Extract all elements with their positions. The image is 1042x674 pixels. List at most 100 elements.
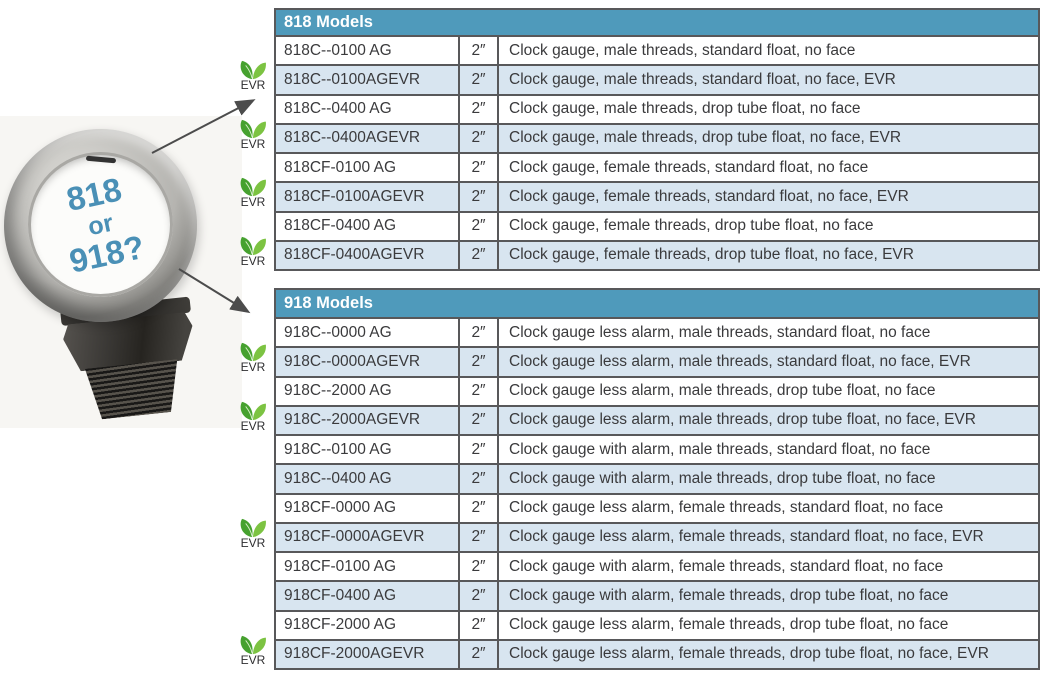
size-cell: 2″ xyxy=(460,640,499,668)
evr-label: EVR xyxy=(240,535,266,550)
table-title: 918 Models xyxy=(276,290,1038,317)
evr-badge: EVR xyxy=(234,59,272,92)
leaf-sprout-icon xyxy=(240,635,266,654)
evr-badge: EVR xyxy=(234,400,272,433)
model-cell: 918CF-2000AGEVR xyxy=(276,640,460,668)
model-cell: 918C--0000 AG xyxy=(276,319,460,347)
desc-cell: Clock gauge, female threads, drop tube f… xyxy=(509,217,874,235)
model-cell: 918C--2000AGEVR xyxy=(276,406,460,434)
evr-label: EVR xyxy=(240,652,266,667)
model-cell: 818CF-0400 AG xyxy=(276,212,460,240)
model-cell: 918CF-0400 AG xyxy=(276,582,460,610)
gauge-ring: 818 or 918? xyxy=(4,129,197,322)
leaf-sprout-icon xyxy=(240,518,266,537)
size-cell: 2″ xyxy=(460,183,499,211)
desc-cell: Clock gauge, female threads, standard fl… xyxy=(509,187,909,205)
model-cell: 818CF-0100AGEVR xyxy=(276,183,460,211)
evr-badge: EVR xyxy=(234,176,272,209)
evr-label: EVR xyxy=(240,78,266,93)
model-cell: 918C--0000AGEVR xyxy=(276,348,460,376)
model-cell: 818CF-0400AGEVR xyxy=(276,241,460,269)
model-cell: 918CF-0000AGEVR xyxy=(276,523,460,551)
evr-label: EVR xyxy=(240,360,266,375)
evr-badge: EVR xyxy=(234,634,272,667)
model-cell: 918C--0400 AG xyxy=(276,465,460,493)
evr-badge: EVR xyxy=(234,517,272,550)
model-cell: 818C--0100 AG xyxy=(276,37,460,65)
model-cell: 918C--2000 AG xyxy=(276,377,460,405)
size-cell: 2″ xyxy=(460,154,499,182)
size-cell: 2″ xyxy=(460,406,499,434)
desc-cell: Clock gauge with alarm, male threads, dr… xyxy=(509,469,936,487)
size-cell: 2″ xyxy=(460,377,499,405)
desc-cell: Clock gauge, female threads, drop tube f… xyxy=(509,246,914,264)
leaf-sprout-icon xyxy=(240,343,266,362)
leaf-sprout-icon xyxy=(240,178,266,197)
evr-label: EVR xyxy=(240,195,266,210)
gauge-face: 818 or 918? xyxy=(28,152,173,297)
desc-cell: Clock gauge with alarm, male threads, st… xyxy=(509,440,931,458)
desc-cell: Clock gauge less alarm, female threads, … xyxy=(509,645,989,663)
leaf-sprout-icon xyxy=(240,236,266,255)
size-cell: 2″ xyxy=(460,66,499,94)
desc-cell: Clock gauge less alarm, male threads, st… xyxy=(509,323,931,341)
evr-label: EVR xyxy=(240,418,266,433)
leaf-sprout-icon xyxy=(240,61,266,80)
desc-cell: Clock gauge, male threads, standard floa… xyxy=(509,70,896,88)
size-cell: 2″ xyxy=(460,436,499,464)
size-cell: 2″ xyxy=(460,465,499,493)
size-cell: 2″ xyxy=(460,348,499,376)
size-cell: 2″ xyxy=(460,212,499,240)
gauge-thread-section xyxy=(82,359,186,421)
evr-label: EVR xyxy=(240,136,266,151)
gauge-question-text: 818 or 918? xyxy=(15,139,187,311)
leaf-sprout-icon xyxy=(240,401,266,420)
evr-badge: EVR xyxy=(234,235,272,268)
size-cell: 2″ xyxy=(460,95,499,123)
model-cell: 918CF-0000 AG xyxy=(276,494,460,522)
desc-cell: Clock gauge, male threads, standard floa… xyxy=(509,41,856,59)
model-cell: 918C--0100 AG xyxy=(276,436,460,464)
model-cell: 818CF-0100 AG xyxy=(276,154,460,182)
model-cell: 918CF-0100 AG xyxy=(276,553,460,581)
size-cell: 2″ xyxy=(460,553,499,581)
size-cell: 2″ xyxy=(460,494,499,522)
evr-badge: EVR xyxy=(234,118,272,151)
model-cell: 818C--0400 AG xyxy=(276,95,460,123)
size-cell: 2″ xyxy=(460,37,499,65)
desc-cell: Clock gauge with alarm, female threads, … xyxy=(509,586,949,604)
table-title: 818 Models xyxy=(276,10,1038,35)
size-cell: 2″ xyxy=(460,124,499,152)
gauge-line-3: 918? xyxy=(65,227,148,280)
size-cell: 2″ xyxy=(460,611,499,639)
model-cell: 918CF-2000 AG xyxy=(276,611,460,639)
model-cell: 818C--0400AGEVR xyxy=(276,124,460,152)
desc-cell: Clock gauge, male threads, drop tube flo… xyxy=(509,100,861,118)
desc-cell: Clock gauge less alarm, female threads, … xyxy=(509,528,984,546)
evr-badge: EVR xyxy=(234,341,272,374)
desc-cell: Clock gauge less alarm, female threads, … xyxy=(509,616,949,634)
